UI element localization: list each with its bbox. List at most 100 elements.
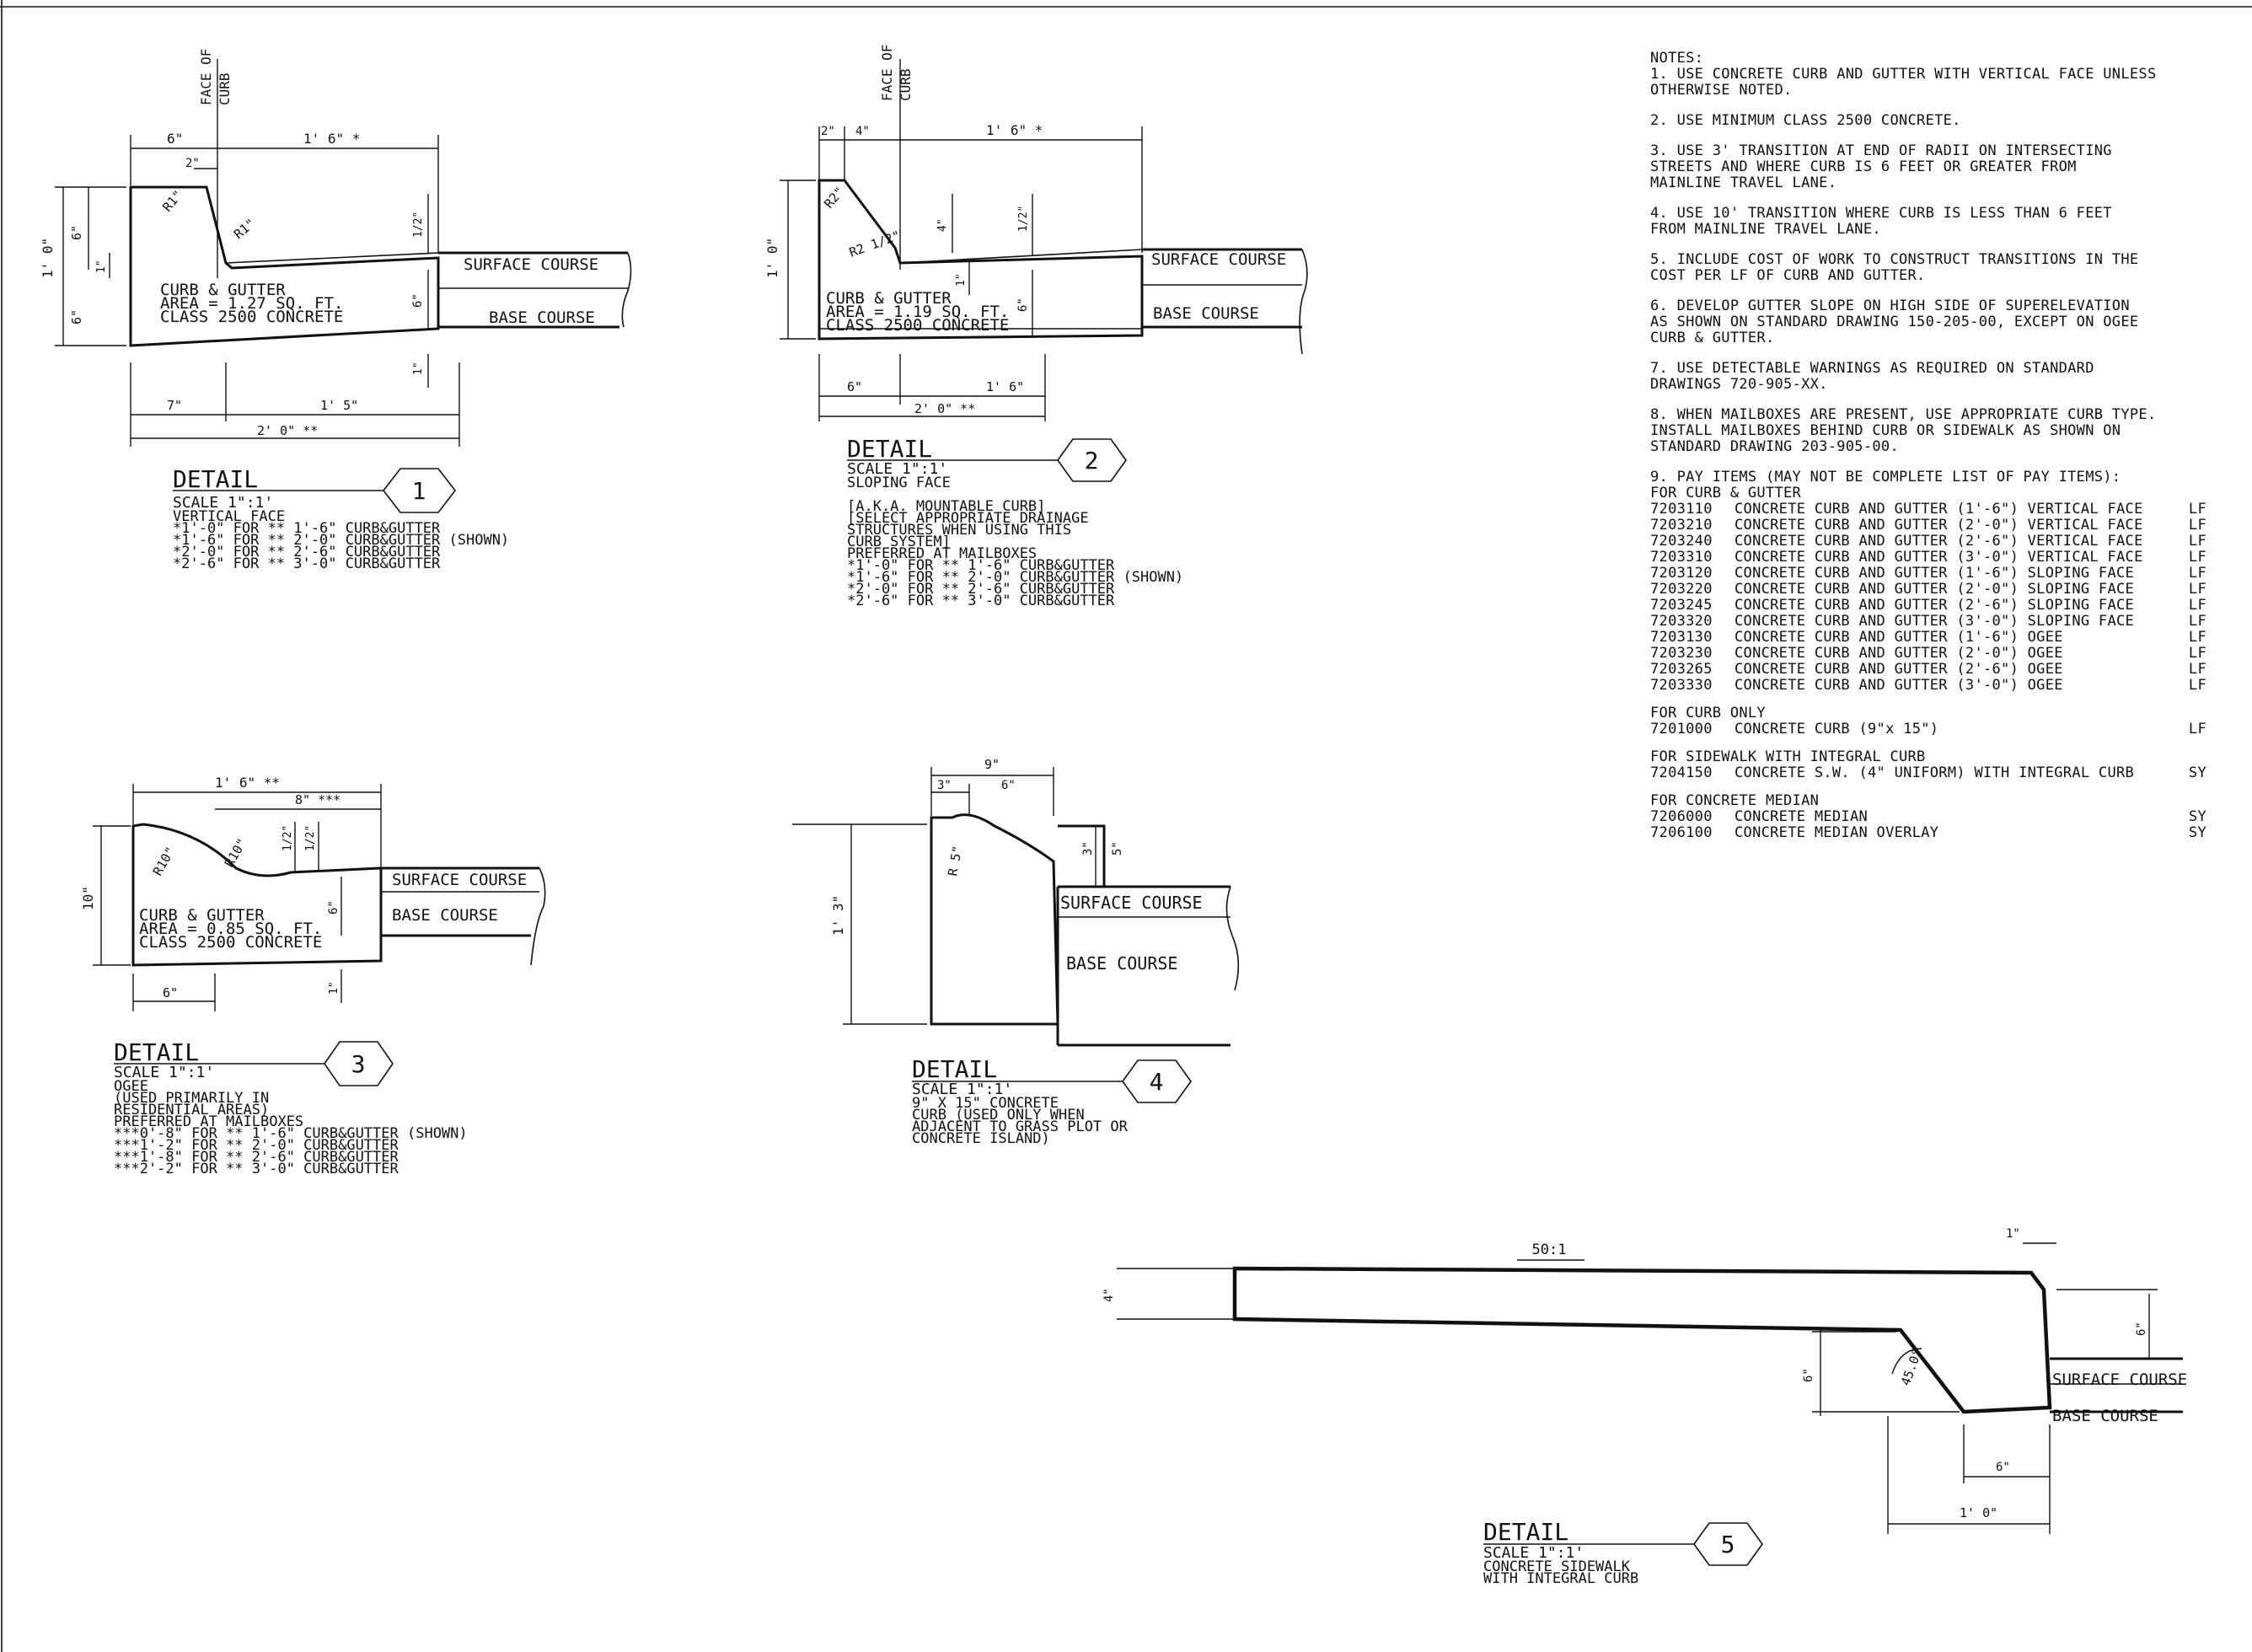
pay-group-heading: FOR CURB ONLY	[1650, 705, 1766, 721]
dimension-label: 6"	[2135, 1322, 2148, 1336]
pay-item-description: CONCRETE CURB AND GUTTER (3'-0") OGEE	[1735, 677, 2063, 694]
dimension-label: 1/2"	[282, 825, 294, 851]
detail-note: STRUCTURES WHEN USING THIS	[847, 522, 1071, 539]
pay-item-code: 7203310	[1650, 549, 1713, 566]
detail-title: DETAIL	[114, 1038, 199, 1066]
dimension-label: 1' 0"	[40, 238, 56, 278]
area-callout: CURB & GUTTER	[160, 281, 286, 299]
dimension-label: 6"	[163, 985, 178, 1000]
note-item: 5. INCLUDE COST OF WORK TO CONSTRUCT TRA…	[1650, 251, 2139, 284]
pay-item-description: CONCRETE CURB AND GUTTER (3'-0") SLOPING…	[1735, 613, 2135, 630]
dimension-label: 1"	[2006, 1227, 2020, 1241]
detail-note: *2'-6" FOR ** 3'-0" CURB&GUTTER	[847, 593, 1115, 609]
detail-note: VERTICAL FACE	[173, 508, 285, 525]
detail-title: DETAIL	[847, 435, 932, 463]
pay-item-unit: LF	[2188, 661, 2206, 678]
dimension-label: 9"	[984, 757, 1000, 772]
note-item: 4. USE 10' TRANSITION WHERE CURB IS LESS…	[1650, 205, 2112, 238]
surface-course-label: SURFACE COURSE	[1060, 893, 1203, 913]
note-item: 3. USE 3' TRANSITION AT END OF RADII ON …	[1650, 142, 2112, 191]
dimension-label: 5"	[1111, 841, 1124, 856]
detail-note: *2'-0" FOR ** 2'-6" CURB&GUTTER	[173, 544, 441, 560]
detail-title: DETAIL	[173, 465, 258, 493]
dimension-label: 2"	[185, 157, 200, 170]
area-callout: CLASS 2500 CONCRETE	[139, 933, 322, 952]
pay-item-description: CONCRETE MEDIAN OVERLAY	[1735, 824, 1939, 841]
surface-course-label: SURFACE COURSE	[464, 255, 598, 274]
detail-1-drawing	[55, 59, 632, 447]
dimension-label: 3"	[1081, 841, 1095, 856]
pay-item-unit: SY	[2188, 824, 2206, 841]
dimension-label: 7"	[167, 398, 182, 413]
detail-note: PREFERRED AT MAILBOXES	[847, 545, 1037, 562]
pay-item-code: 7203230	[1650, 645, 1713, 662]
pay-item-description: CONCRETE CURB (9"x 15")	[1735, 721, 1939, 738]
dimension-label: 6"	[69, 225, 84, 240]
dimension-label: 1' 6" *	[986, 122, 1043, 138]
base-course-label: BASE COURSE	[1066, 953, 1177, 974]
detail-note: CURB (USED ONLY WHEN	[912, 1107, 1085, 1124]
dimension-label: 1' 0"	[1960, 1505, 1997, 1521]
pay-item-unit: LF	[2188, 549, 2206, 566]
detail-number: 4	[1150, 1068, 1164, 1096]
detail-note: *2'-0" FOR ** 2'-6" CURB&GUTTER	[847, 581, 1115, 598]
dimension-label: 1"	[412, 362, 425, 375]
pay-group-heading: FOR CURB & GUTTER	[1650, 485, 1802, 502]
detail-note: [A.K.A. MOUNTABLE CURB]	[847, 498, 1045, 515]
area-callout: CURB & GUTTER	[139, 906, 265, 925]
note-item: 6. DEVELOP GUTTER SLOPE ON HIGH SIDE OF …	[1650, 298, 2139, 346]
detail-note: PREFERRED AT MAILBOXES	[114, 1113, 303, 1130]
detail-note: *1'-0" FOR ** 1'-6" CURB&GUTTER	[847, 557, 1115, 574]
pay-item-unit: LF	[2188, 501, 2206, 518]
angle-label: 45.0°	[1898, 1347, 1925, 1388]
detail-scale: SCALE 1":1'	[1483, 1544, 1584, 1562]
pay-item-unit: LF	[2188, 581, 2206, 598]
area-callout: AREA = 1.27 SQ. FT.	[160, 294, 343, 313]
pay-item-code: 7203245	[1650, 597, 1713, 614]
base-course-label: BASE COURSE	[392, 906, 498, 925]
pay-item-code: 7204150	[1650, 764, 1713, 781]
detail-note: CONCRETE ISLAND)	[912, 1130, 1050, 1147]
dimension-label: 1/2"	[304, 825, 317, 851]
detail-note: CONCRETE SIDEWALK	[1483, 1558, 1631, 1575]
dimension-label: 4"	[855, 125, 870, 138]
dimension-label: 1"	[955, 273, 968, 287]
detail-note: ADJACENT TO GRASS PLOT OR	[912, 1118, 1129, 1135]
detail-scale: SCALE 1":1'	[114, 1064, 214, 1081]
dimension-label: 6"	[1802, 1368, 1815, 1382]
face-of-curb-label: CURB	[217, 72, 233, 105]
radius-label: R2"	[821, 184, 847, 211]
dimension-label: 2"	[821, 125, 835, 138]
dimension-label: 1' 3"	[830, 895, 846, 936]
pay-item-description: CONCRETE CURB AND GUTTER (1'-6") SLOPING…	[1735, 565, 2135, 582]
pay-item-description: CONCRETE CURB AND GUTTER (2'-0") SLOPING…	[1735, 581, 2135, 598]
pay-item-unit: LF	[2188, 677, 2206, 694]
dimension-label: 6"	[327, 900, 340, 914]
dimension-label: 1/2"	[1017, 206, 1030, 232]
pay-item-code: 7206100	[1650, 824, 1713, 841]
detail-number: 3	[351, 1050, 366, 1078]
note-item: 1. USE CONCRETE CURB AND GUTTER WITH VER…	[1650, 66, 2157, 99]
dimension-label: 1' 6" *	[303, 131, 360, 147]
dimension-label: 6"	[411, 293, 425, 308]
pay-item-code: 7201000	[1650, 721, 1713, 738]
detail-number: 1	[412, 477, 426, 505]
pay-item-unit: LF	[2188, 517, 2206, 534]
pay-item-code: 7206000	[1650, 808, 1713, 825]
dimension-label: 1' 6"	[986, 379, 1024, 394]
detail-note: ***1'-2" FOR ** 2'-0" CURB&GUTTER	[114, 1137, 399, 1154]
note-item: 2. USE MINIMUM CLASS 2500 CONCRETE.	[1650, 112, 1961, 129]
pay-item-unit: LF	[2188, 721, 2206, 738]
detail-3-number-hexagon	[324, 1041, 394, 1086]
base-course-label: BASE COURSE	[2052, 1407, 2158, 1425]
notes-list: 1. USE CONCRETE CURB AND GUTTER WITH VER…	[1650, 67, 2223, 455]
base-course-label: BASE COURSE	[489, 308, 595, 327]
